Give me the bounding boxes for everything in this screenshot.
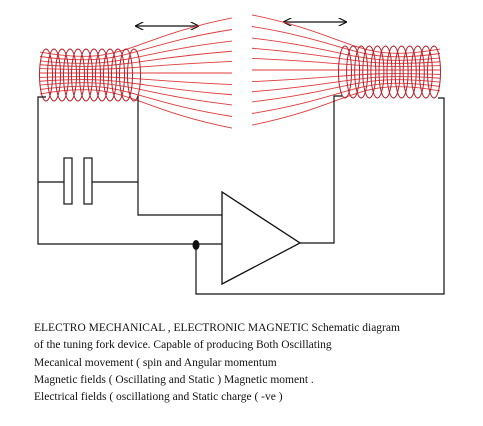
coil-loop xyxy=(103,48,117,102)
coil-loop xyxy=(402,45,417,99)
coil-loop xyxy=(354,45,369,99)
wire-left-coil-to-amplifier xyxy=(137,96,222,216)
coil-loop xyxy=(418,45,433,99)
field-line xyxy=(39,89,233,129)
wire-amplifier-output xyxy=(300,95,342,244)
right-coil-winding xyxy=(338,45,441,99)
capacitor-plate-right xyxy=(83,157,93,205)
coil-loop xyxy=(71,48,85,102)
coil-loop xyxy=(87,48,101,102)
field-line xyxy=(251,47,441,64)
circuit-wiring xyxy=(37,95,445,295)
field-line xyxy=(251,79,441,103)
field-line xyxy=(39,29,233,61)
coil-loop xyxy=(55,48,69,102)
field-line xyxy=(39,17,233,57)
field-line xyxy=(251,14,441,54)
coil-loop xyxy=(338,45,352,99)
caption-line: Electrical fields ( oscillationg and Sta… xyxy=(34,391,283,404)
coil-loop xyxy=(362,45,377,99)
field-line xyxy=(39,40,233,64)
capacitor xyxy=(63,157,93,205)
caption-line: of the tuning fork device. Capable of pr… xyxy=(34,339,332,352)
coil-loop xyxy=(119,48,133,102)
field-line xyxy=(251,37,441,61)
coil-loop xyxy=(346,45,361,99)
field-line xyxy=(251,82,441,114)
coil-loop xyxy=(95,48,109,102)
coil-loop xyxy=(39,48,53,102)
coil-loop xyxy=(370,45,385,99)
coil-loop xyxy=(63,48,77,102)
coil-loop xyxy=(378,45,393,99)
coil-loop xyxy=(394,45,409,99)
diagram-caption: ELECTRO MECHANICAL , ELECTRONIC MAGNETIC… xyxy=(34,320,479,406)
field-line xyxy=(39,79,233,96)
coil-loop xyxy=(386,45,401,99)
coil-loop xyxy=(111,48,125,102)
amplifier xyxy=(221,190,302,286)
wire-left-coil-to-capacitor xyxy=(37,96,64,183)
coil-loop xyxy=(47,48,61,102)
field-line xyxy=(39,50,233,67)
coil-loop xyxy=(427,45,441,99)
caption-line: Magnetic fields ( Oscillating and Static… xyxy=(34,373,314,386)
coil-loop xyxy=(79,48,93,102)
left-coil-winding xyxy=(39,48,141,102)
capacitor-plate-left xyxy=(63,157,73,205)
junction-dot xyxy=(192,240,200,250)
field-line xyxy=(39,82,233,106)
field-line xyxy=(251,73,441,83)
wire-bottom-rail xyxy=(37,182,222,245)
coil-loop xyxy=(410,45,425,99)
field-line xyxy=(251,76,441,93)
field-line xyxy=(251,86,441,126)
coil-loop xyxy=(127,48,141,102)
wire-feedback-loop xyxy=(195,97,445,295)
field-line xyxy=(251,57,441,67)
caption-line: ELECTRO MECHANICAL , ELECTRONIC MAGNETIC… xyxy=(34,322,400,334)
caption-line: Mecanical movement ( spin and Angular mo… xyxy=(34,356,277,369)
